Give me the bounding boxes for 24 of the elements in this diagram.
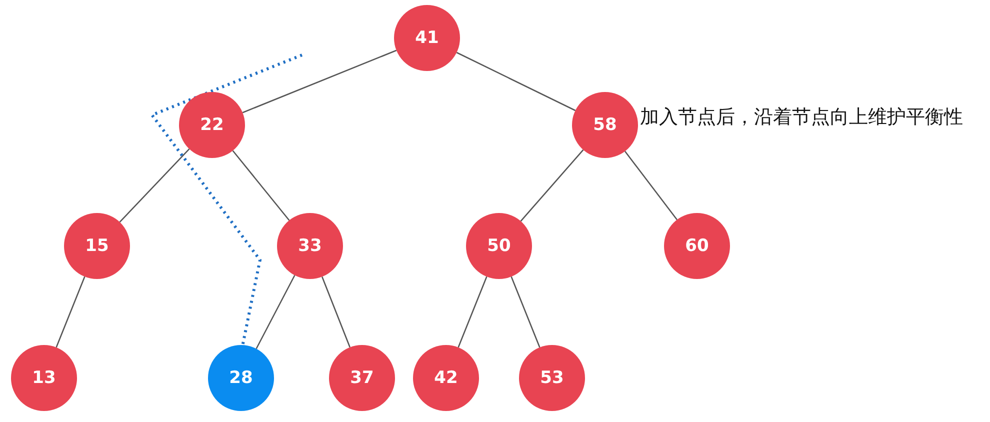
tree-node: 50 (466, 213, 532, 279)
tree-edge (520, 149, 584, 222)
tree-edge (232, 150, 290, 221)
tree-node: 13 (11, 345, 77, 411)
tree-node: 37 (329, 345, 395, 411)
tree-node: 58 (572, 92, 638, 158)
tree-edge (56, 276, 86, 348)
tree-edge (624, 150, 678, 220)
tree-node: 53 (519, 345, 585, 411)
tree-edge (119, 148, 190, 223)
tree-edge (322, 276, 350, 348)
tree-node: 22 (179, 92, 245, 158)
tree-node: 60 (664, 213, 730, 279)
tree-node: 42 (413, 345, 479, 411)
tree-edge (242, 50, 397, 114)
tree-edge (510, 276, 540, 348)
tree-edge (256, 274, 296, 350)
tree-node: 15 (64, 213, 130, 279)
tree-node: 28 (208, 345, 274, 411)
tree-node: 41 (394, 5, 460, 71)
tree-edge (456, 52, 576, 112)
tree-node: 33 (277, 213, 343, 279)
tree-edge (458, 276, 488, 348)
note-text: 加入节点后，沿着节点向上维护平衡性 (640, 105, 963, 130)
